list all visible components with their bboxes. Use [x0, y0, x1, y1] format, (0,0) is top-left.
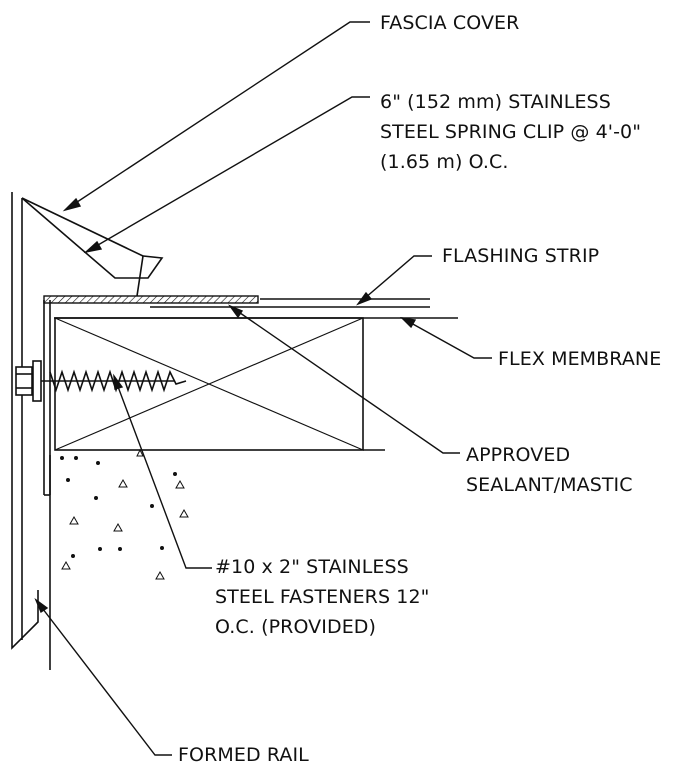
fasteners-line-3: O.C. (PROVIDED) [215, 616, 377, 638]
concrete-substrate [60, 448, 189, 580]
wall-bracket [43, 300, 51, 670]
fastener-screw [15, 360, 187, 402]
formed-rail-shape [11, 192, 39, 650]
sealant-line-1: APPROVED [466, 444, 571, 466]
leader-fasteners [113, 375, 212, 569]
spring-clip-label: 6" (152 mm) STAINLESS STEEL SPRING CLIP … [380, 87, 641, 177]
fasteners-label: #10 x 2" STAINLESS STEEL FASTENERS 12" O… [215, 552, 430, 642]
flashing-strip-text: FLASHING STRIP [442, 245, 600, 267]
fasteners-line-2: STEEL FASTENERS 12" [215, 586, 430, 608]
spring-clip-line-2: STEEL SPRING CLIP @ 4'-0" [380, 121, 642, 143]
formed-rail-label: FORMED RAIL [178, 740, 309, 770]
leader-lines [34, 21, 492, 756]
leader-formed-rail [35, 599, 172, 756]
sealant-label: APPROVED SEALANT/MASTIC [466, 440, 633, 500]
flashing-strip-shape [43, 295, 430, 308]
fascia-cover-text: FASCIA COVER [380, 12, 520, 34]
flashing-strip-label: FLASHING STRIP [442, 241, 599, 271]
flex-membrane-text: FLEX MEMBRANE [498, 348, 662, 370]
flex-membrane-label: FLEX MEMBRANE [498, 344, 661, 374]
wood-blocking [54, 317, 458, 451]
leader-flex-membrane [401, 317, 492, 359]
leader-flashing-strip [357, 255, 432, 305]
leader-fascia-cover [64, 21, 370, 211]
spring-clip-line-1: 6" (152 mm) STAINLESS [380, 91, 611, 113]
spring-clip-line-3: (1.65 m) O.C. [380, 151, 509, 173]
leader-spring-clip [85, 96, 370, 253]
fascia-cover-shape [21, 197, 164, 297]
fascia-cover-label: FASCIA COVER [380, 8, 519, 38]
fasteners-line-1: #10 x 2" STAINLESS [215, 556, 409, 578]
sealant-line-2: SEALANT/MASTIC [466, 474, 633, 496]
leader-sealant [229, 305, 460, 454]
formed-rail-text: FORMED RAIL [178, 744, 309, 766]
